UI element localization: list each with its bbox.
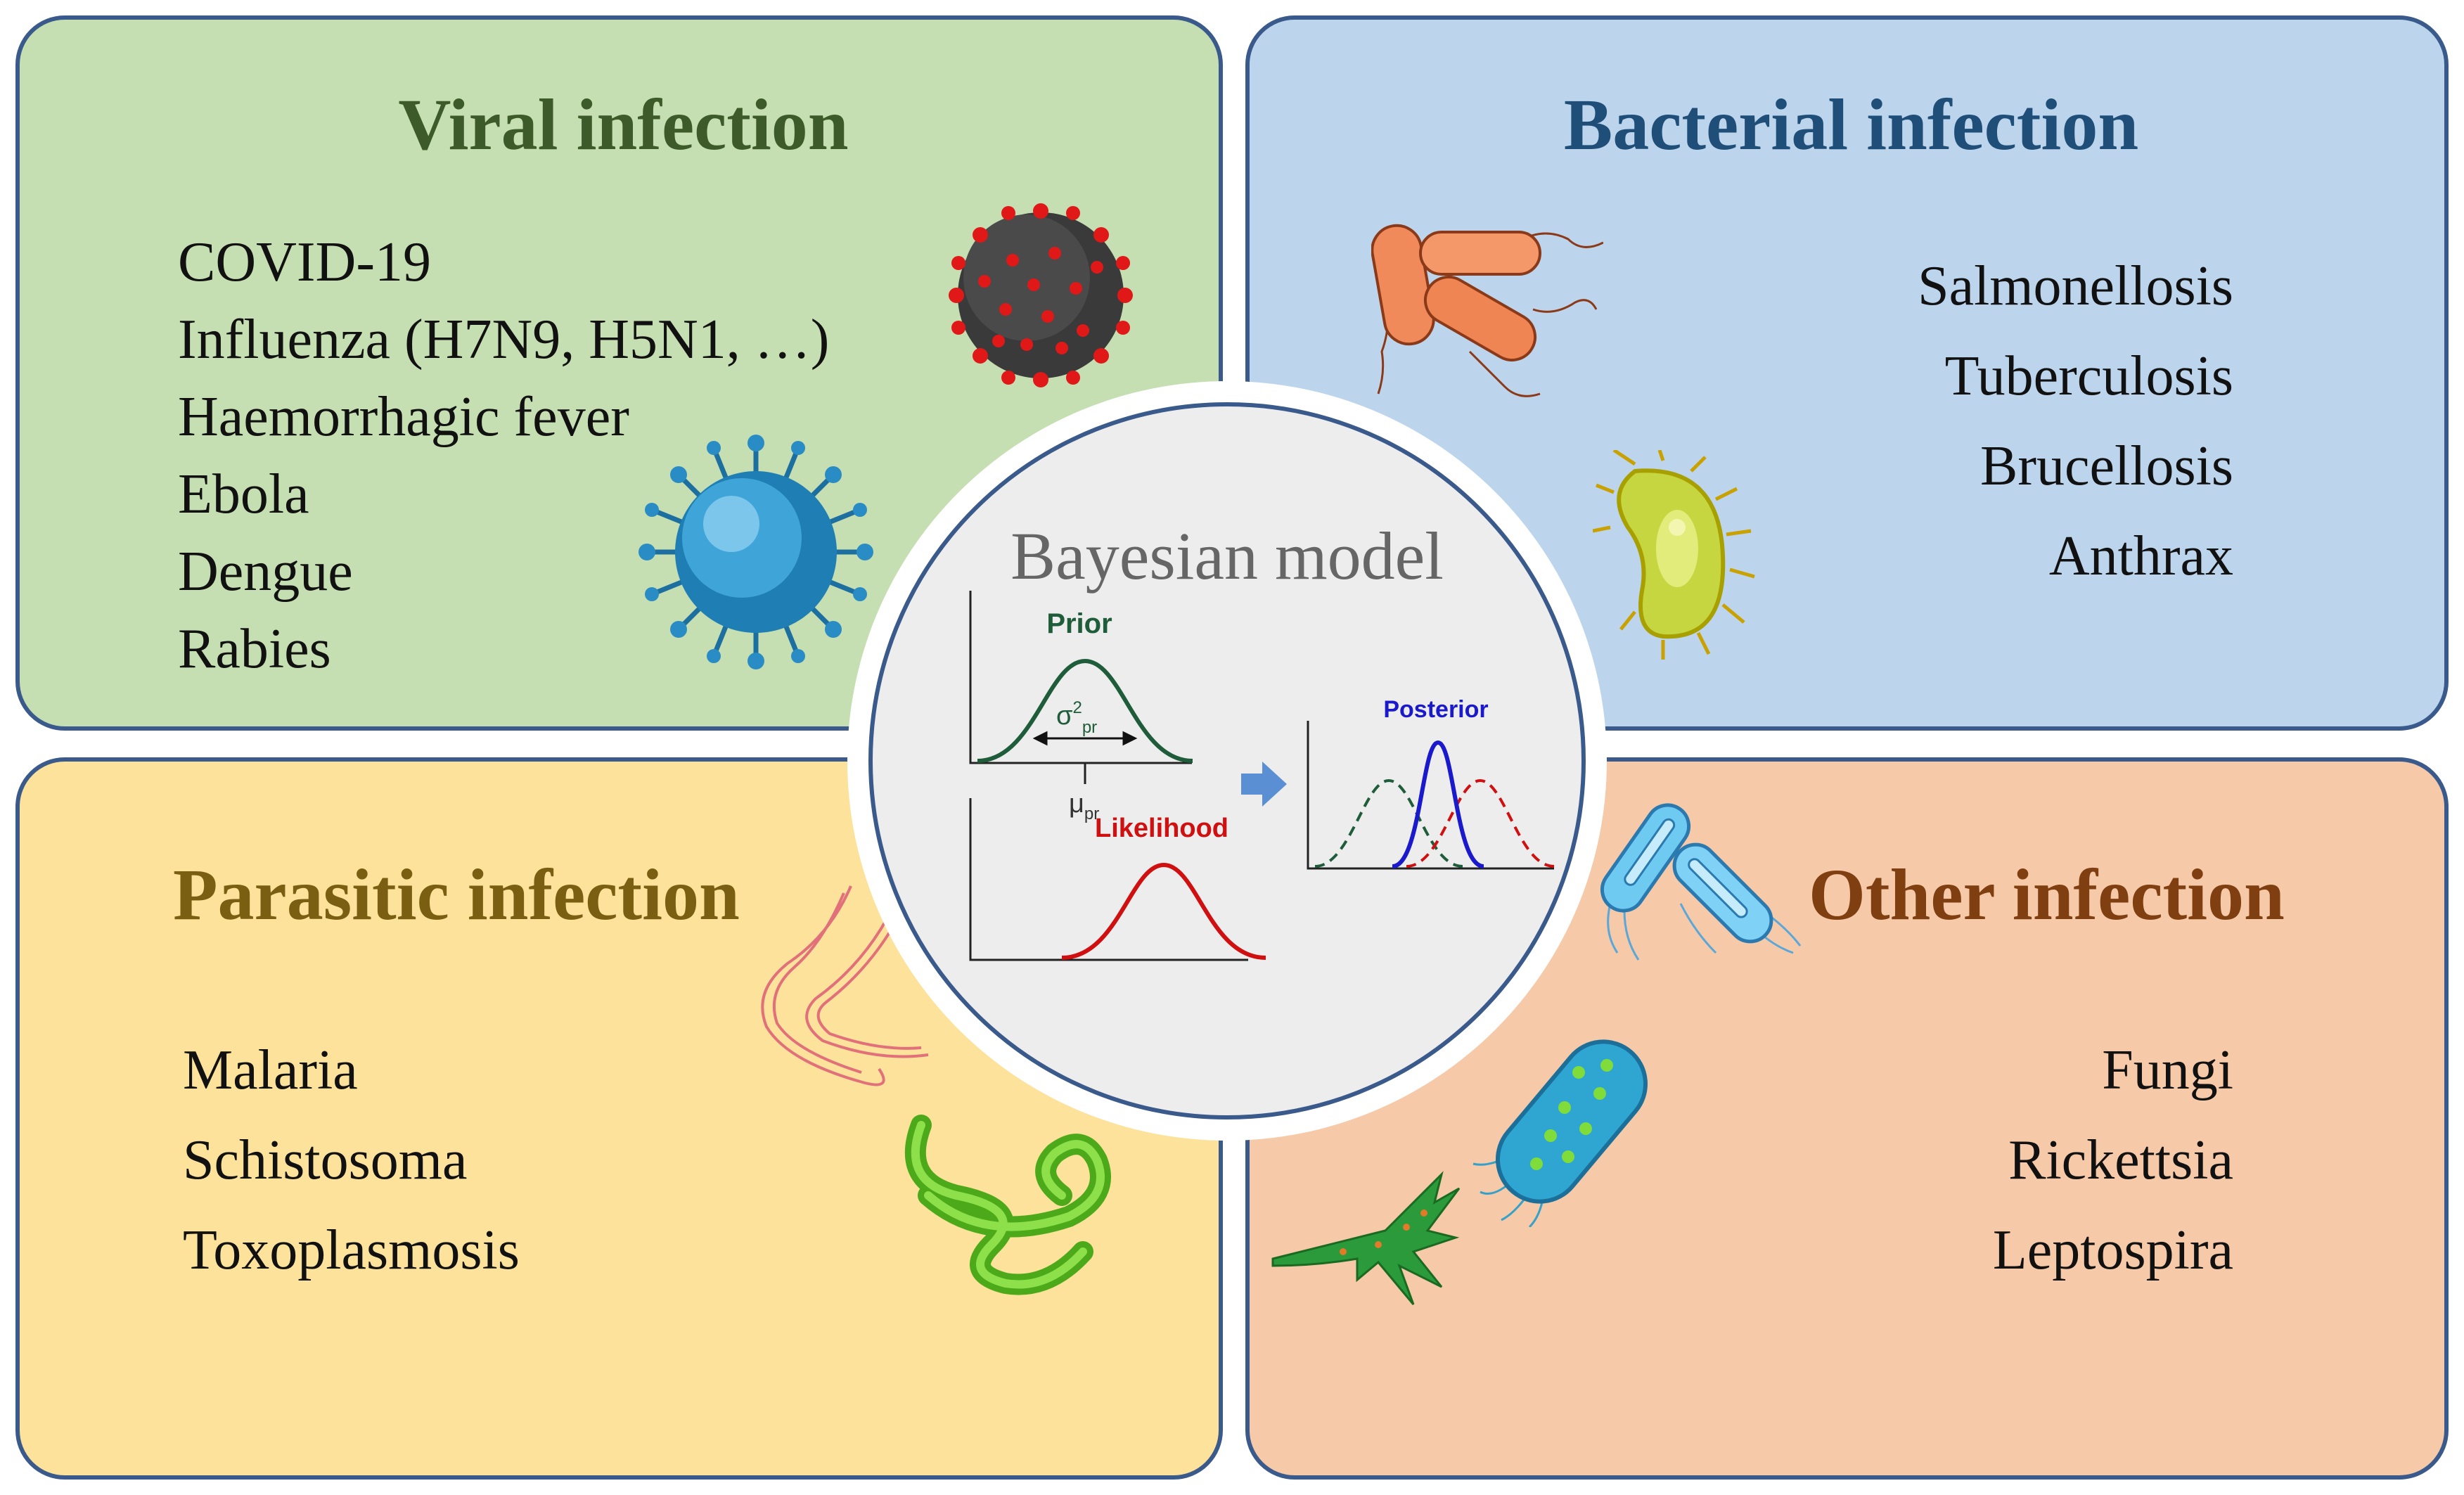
flatworm-icon xyxy=(761,885,929,1086)
virus-icon xyxy=(639,435,873,669)
sigma-subscript: pr xyxy=(1082,718,1097,737)
viral-infection-title: Viral infection xyxy=(398,84,849,165)
viral-item: Influenza (H7N9, H5N1, …) xyxy=(178,309,830,371)
parasitic-item: Toxoplasmosis xyxy=(183,1219,520,1281)
viral-item: Rabies xyxy=(178,618,331,680)
viral-item: COVID-19 xyxy=(178,231,431,293)
likelihood-label: Likelihood xyxy=(1095,814,1228,843)
mu-label: μpr xyxy=(1069,789,1099,823)
posterior-likelihood-dashed xyxy=(1406,778,1555,868)
viral-item: Dengue xyxy=(178,541,353,603)
bacteria-blue-icon xyxy=(1472,1039,1648,1227)
prior-axes xyxy=(969,591,1192,764)
coronavirus-icon xyxy=(949,203,1133,387)
bacterial-infection-title: Bacterial infection xyxy=(1563,84,2139,165)
likelihood-axes xyxy=(969,798,1248,961)
other-infection-list: Fungi Rickettsia Leptospira xyxy=(1993,1025,2233,1295)
viral-item: Ebola xyxy=(178,463,309,525)
prior-label: Prior xyxy=(1046,608,1112,639)
bacterium-flagella-icon xyxy=(1600,803,1802,961)
bacterial-infection-list: Salmonellosis Tuberculosis Brucellosis A… xyxy=(1918,241,2233,601)
mu-subscript: pr xyxy=(1084,804,1099,823)
likelihood-curve xyxy=(1061,862,1266,960)
parasitic-item: Schistosoma xyxy=(183,1129,468,1191)
posterior-axes xyxy=(1307,721,1554,870)
posterior-curve xyxy=(1392,740,1484,868)
bayesian-model-title: Bayesian model xyxy=(1010,518,1444,593)
sigma-symbol: σ xyxy=(1056,701,1072,731)
bacterial-item: Salmonellosis xyxy=(1918,255,2233,317)
parasitic-item: Malaria xyxy=(183,1039,358,1101)
parasitic-infection-list: Malaria Schistosoma Toxoplasmosis xyxy=(183,1025,520,1295)
other-infection-title: Other infection xyxy=(1809,854,2285,935)
flow-arrow-icon xyxy=(1241,762,1287,807)
bacteria-rods-icon xyxy=(1371,224,1603,397)
viral-item: Haemorrhagic fever xyxy=(178,386,629,448)
sigma-label: σ2pr xyxy=(1056,698,1097,737)
viral-infection-list: COVID-19 Influenza (H7N9, H5N1, …) Haemo… xyxy=(178,224,829,688)
other-item: Leptospira xyxy=(1992,1219,2233,1281)
bacterial-item: Tuberculosis xyxy=(1944,345,2233,407)
posterior-label: Posterior xyxy=(1383,696,1488,723)
bayesian-diagram: Prior σ2pr μpr Likelihood Posterior xyxy=(969,591,1555,961)
mu-symbol: μ xyxy=(1069,789,1084,819)
bacterium-yellow-icon xyxy=(1593,450,1755,660)
parasitic-infection-title: Parasitic infection xyxy=(173,854,740,935)
posterior-prior-dashed xyxy=(1314,778,1463,868)
fungus-icon xyxy=(1271,1171,1461,1305)
prior-curve xyxy=(977,658,1193,763)
bacterial-item: Brucellosis xyxy=(1980,435,2233,497)
roundworm-icon xyxy=(904,1115,1111,1295)
sigma-superscript: 2 xyxy=(1072,698,1082,717)
other-item: Fungi xyxy=(2102,1039,2233,1101)
other-item: Rickettsia xyxy=(2008,1129,2233,1191)
bacterial-item: Anthrax xyxy=(2048,525,2233,587)
